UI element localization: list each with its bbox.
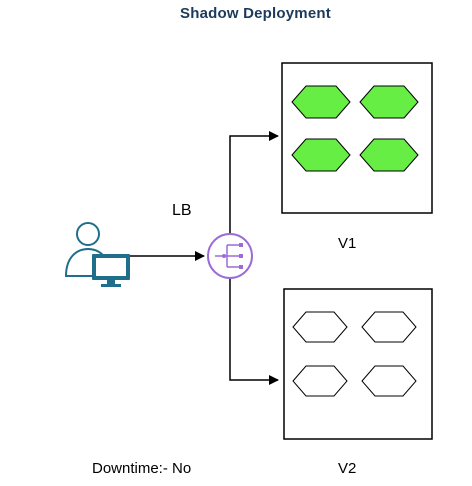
lb-to-v1-connector bbox=[229, 131, 279, 234]
server-box-v1 bbox=[281, 62, 433, 214]
lb-to-v2-connector bbox=[229, 279, 279, 385]
hexagon-icon bbox=[361, 365, 417, 397]
diagram-title: Shadow Deployment bbox=[180, 5, 331, 22]
hexagon-icon bbox=[359, 138, 419, 172]
version-1-label: V1 bbox=[338, 235, 357, 252]
hexagon-icon bbox=[292, 311, 348, 343]
load-balancer-icon bbox=[207, 233, 253, 279]
version-2-label: V2 bbox=[338, 460, 357, 477]
load-balancer-label: LB bbox=[172, 202, 192, 219]
hexagon-icon bbox=[361, 311, 417, 343]
hexagon-icon bbox=[292, 365, 348, 397]
hexagon-icon bbox=[291, 138, 351, 172]
hexagon-icon bbox=[291, 85, 351, 119]
hexagon-icon bbox=[359, 85, 419, 119]
user-at-computer-icon bbox=[64, 222, 130, 287]
downtime-label: Downtime:- No bbox=[92, 460, 192, 477]
server-box-v2 bbox=[283, 288, 433, 440]
